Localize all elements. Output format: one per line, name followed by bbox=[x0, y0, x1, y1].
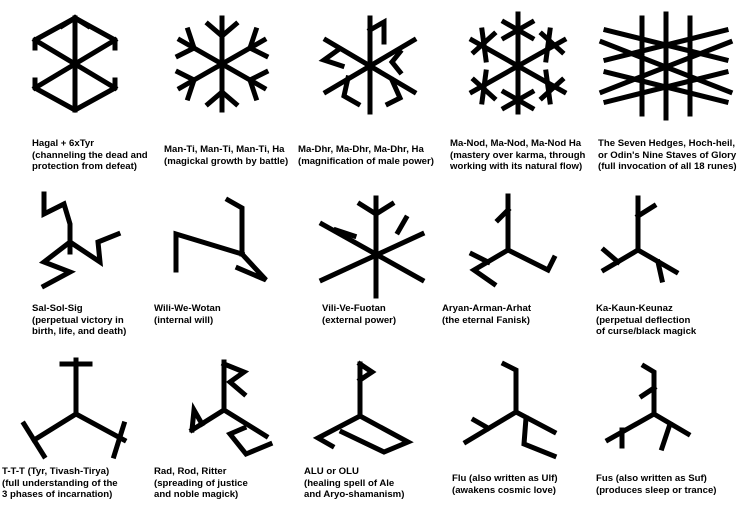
rune-cell-flu: Flu (also written as Ulf) (awakens cosmi… bbox=[444, 350, 592, 523]
rune-cell-manod: Ma-Nod, Ma-Nod, Ma-Nod Ha (mastery over … bbox=[444, 0, 592, 173]
rune-name: Flu (also written as Ulf) bbox=[452, 473, 558, 484]
rune-cell-vili: Vili-Ve-Fuotan (external power) bbox=[296, 180, 444, 353]
seven-hedges-rune-icon bbox=[598, 11, 734, 121]
rune-name: Rad, Rod, Ritter bbox=[154, 466, 227, 477]
rune-description: protection from defeat) bbox=[32, 161, 138, 172]
rune-name: Hagal + 6xTyr bbox=[32, 138, 94, 149]
rune-name: Ka-Kaun-Keunaz bbox=[596, 303, 673, 314]
rune-name: Ma-Dhr, Ma-Dhr, Ma-Dhr, Ha bbox=[298, 144, 424, 155]
rune-name: Fus (also written as Suf) bbox=[596, 473, 707, 484]
rune-cell-ttt: T-T-T (Tyr, Tivash-Tirya) (full understa… bbox=[0, 350, 148, 523]
alu-olu-rune-icon bbox=[312, 360, 414, 455]
rad-rod-ritter-rune-icon bbox=[188, 359, 274, 458]
rune-cell-rad: Rad, Rod, Ritter (spreading of justice a… bbox=[148, 350, 296, 523]
rune-cell-alu: ALU or OLU (healing spell of Ale and Ary… bbox=[296, 350, 444, 523]
caption: Wili-We-Wotan (internal will) bbox=[154, 303, 221, 326]
caption: T-T-T (Tyr, Tivash-Tirya) (full understa… bbox=[2, 466, 118, 501]
rune-name: Sal-Sol-Sig bbox=[32, 303, 83, 314]
rune-name: Wili-We-Wotan bbox=[154, 303, 221, 314]
caption: Ka-Kaun-Keunaz (perpetual deflection of … bbox=[596, 303, 696, 338]
rune-name: Ma-Nod, Ma-Nod, Ma-Nod Ha bbox=[450, 138, 582, 149]
rune-name: T-T-T (Tyr, Tivash-Tirya) bbox=[2, 466, 110, 477]
hagal-tyr-rune-icon bbox=[31, 14, 119, 113]
rune-description: (full invocation of all 18 runes) bbox=[598, 161, 737, 172]
sal-sol-sig-rune-icon bbox=[38, 191, 122, 290]
rune-description: (full understanding of the bbox=[2, 477, 118, 489]
wili-we-wotan-rune-icon bbox=[173, 196, 268, 283]
rune-cell-wili: Wili-We-Wotan (internal will) bbox=[148, 180, 296, 353]
rune-description: (the eternal Fanisk) bbox=[442, 314, 530, 326]
rune-name: Aryan-Arman-Arhat bbox=[442, 303, 532, 314]
caption: Hagal + 6xTyr (channeling the dead and p… bbox=[32, 138, 148, 173]
rune-description: (spreading of justice bbox=[154, 477, 248, 489]
caption: Sal-Sol-Sig (perpetual victory in birth,… bbox=[32, 303, 126, 338]
caption: Aryan-Arman-Arhat (the eternal Fanisk) bbox=[442, 303, 531, 326]
rune-name: ALU or OLU bbox=[304, 466, 359, 477]
ka-kaun-keunaz-rune-icon bbox=[600, 195, 680, 283]
ma-nod-rune-icon bbox=[468, 11, 568, 115]
rune-cell-seven-hedges: The Seven Hedges, Hoch-heil, or Odin's N… bbox=[592, 0, 740, 173]
rune-description: or Odin's Nine Staves of Glory bbox=[598, 149, 737, 161]
rune-description: (awakens cosmic love) bbox=[452, 484, 556, 496]
rune-description: (produces sleep or trance) bbox=[596, 484, 717, 496]
aryan-arman-arhat-rune-icon bbox=[468, 193, 558, 288]
rune-description: working with its natural flow) bbox=[450, 161, 583, 172]
vili-ve-fuotan-rune-icon bbox=[318, 195, 426, 299]
rune-cell-sal-sol-sig: Sal-Sol-Sig (perpetual victory in birth,… bbox=[0, 180, 148, 353]
rune-cell-ka-kaun: Ka-Kaun-Keunaz (perpetual deflection of … bbox=[592, 180, 740, 353]
rune-description: (mastery over karma, through bbox=[450, 149, 586, 161]
rune-description: (perpetual victory in bbox=[32, 314, 124, 326]
caption: ALU or OLU (healing spell of Ale and Ary… bbox=[304, 466, 404, 501]
rune-description: (perpetual deflection bbox=[596, 314, 691, 326]
rune-description: and noble magick) bbox=[154, 489, 239, 500]
rune-cell-hagal: Hagal + 6xTyr (channeling the dead and p… bbox=[0, 0, 148, 173]
rune-name: Man-Ti, Man-Ti, Man-Ti, Ha bbox=[164, 144, 285, 155]
rune-description: and Aryo-shamanism) bbox=[304, 489, 405, 500]
caption: The Seven Hedges, Hoch-heil, or Odin's N… bbox=[598, 138, 737, 173]
t-t-t-rune-icon bbox=[20, 357, 128, 460]
caption: Ma-Dhr, Ma-Dhr, Ma-Dhr, Ha (magnificatio… bbox=[298, 144, 434, 167]
ma-dhr-rune-icon bbox=[318, 15, 418, 115]
caption: Vili-Ve-Fuotan (external power) bbox=[322, 303, 396, 326]
rune-description: of curse/black magick bbox=[596, 326, 697, 337]
rune-description: (channeling the dead and bbox=[32, 149, 148, 161]
caption: Ma-Nod, Ma-Nod, Ma-Nod Ha (mastery over … bbox=[450, 138, 585, 173]
rune-description: (magnification of male power) bbox=[298, 155, 434, 167]
rune-cell-aryan: Aryan-Arman-Arhat (the eternal Fanisk) bbox=[442, 180, 592, 353]
rune-description: (external power) bbox=[322, 314, 397, 326]
man-ti-rune-icon bbox=[174, 15, 270, 113]
caption: Flu (also written as Ulf) (awakens cosmi… bbox=[452, 473, 558, 496]
rune-cell-manti: Man-Ti, Man-Ti, Man-Ti, Ha (magickal gro… bbox=[148, 0, 296, 173]
fus-rune-icon bbox=[604, 362, 692, 452]
rune-description: (healing spell of Ale bbox=[304, 477, 395, 489]
rune-cell-fus: Fus (also written as Suf) (produces slee… bbox=[592, 350, 740, 523]
rune-cell-madhr: Ma-Dhr, Ma-Dhr, Ma-Dhr, Ha (magnificatio… bbox=[296, 0, 444, 173]
rune-description: 3 phases of incarnation) bbox=[2, 489, 113, 500]
rune-description: (magickal growth by battle) bbox=[164, 155, 289, 167]
rune-description: (internal will) bbox=[154, 314, 214, 326]
caption: Fus (also written as Suf) (produces slee… bbox=[596, 473, 717, 496]
caption: Rad, Rod, Ritter (spreading of justice a… bbox=[154, 466, 248, 501]
rune-name: The Seven Hedges, Hoch-heil, bbox=[598, 138, 736, 149]
rune-name: Vili-Ve-Fuotan bbox=[322, 303, 386, 314]
caption: Man-Ti, Man-Ti, Man-Ti, Ha (magickal gro… bbox=[164, 144, 288, 167]
flu-rune-icon bbox=[462, 360, 558, 460]
rune-description: birth, life, and death) bbox=[32, 326, 127, 337]
